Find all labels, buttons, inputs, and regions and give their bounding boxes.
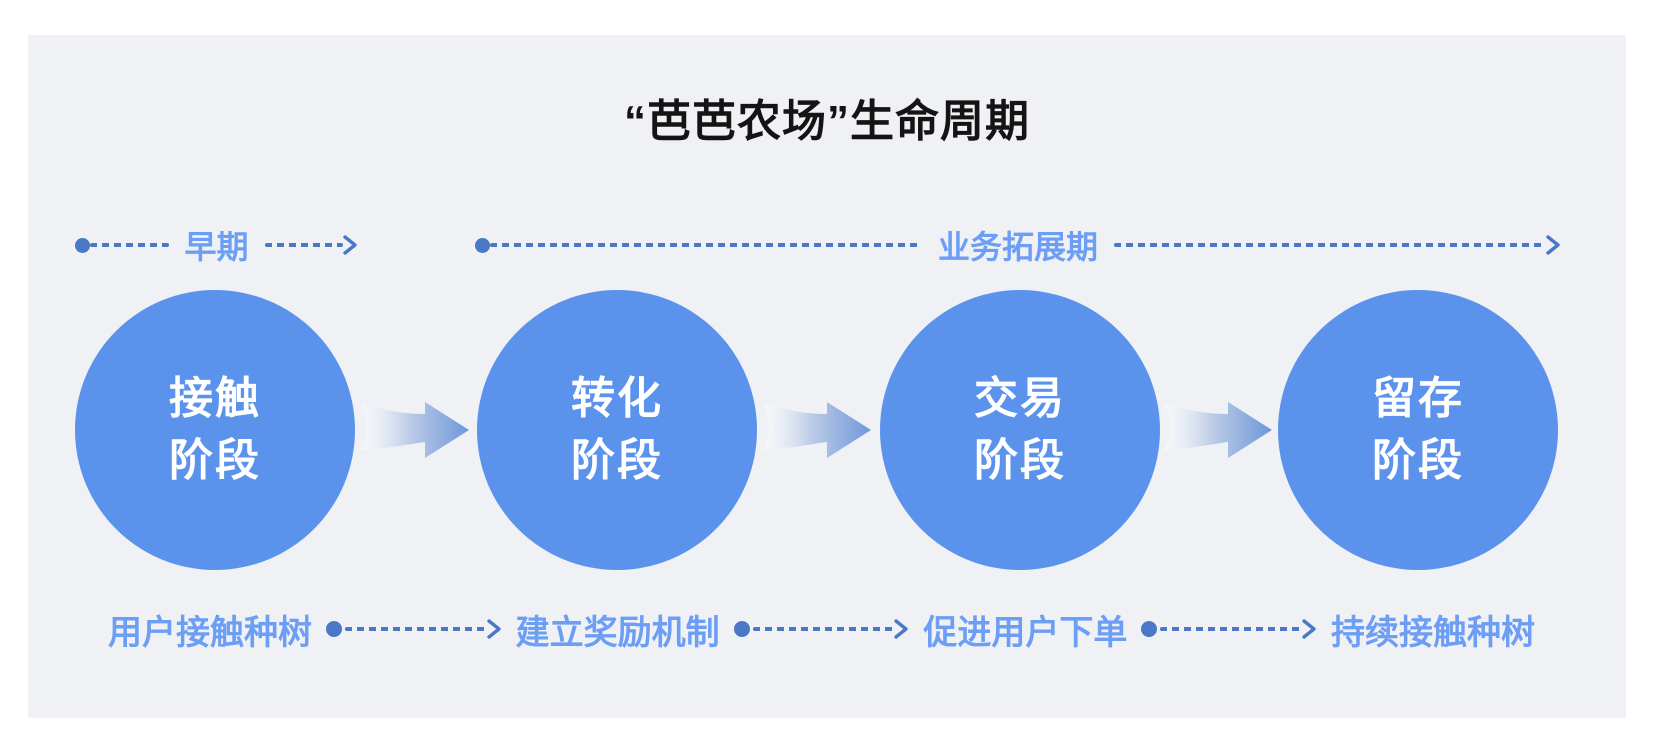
stage-caption: 促进用户下单 [923,613,1128,652]
connector-dot-icon [1141,621,1158,637]
caption-row: 用户接触种树 建立奖励机制 促进用户下单 [108,607,1536,652]
stage-caption: 用户接触种树 [108,613,312,652]
arrow-right-icon [1302,619,1316,639]
stage-arrow-icon [1164,402,1272,458]
stage-name-line: 阶段 [169,436,261,485]
connector-dot-icon [326,621,342,637]
stage-arrow-icon [361,402,469,458]
timeline-start-dot-icon [475,237,490,253]
stage-caption: 建立奖励机制 [515,613,720,652]
stage-circle-transaction: 交易 阶段 [880,290,1160,570]
stage-arrow-icon [763,402,871,458]
timeline-start-dot-icon [75,237,90,253]
timeline-expansion-label: 业务拓展期 [938,229,1099,265]
stage-name-line: 阶段 [1372,436,1464,485]
stage-circle-retention: 留存 阶段 [1278,290,1558,570]
arrow-right-icon [486,619,501,639]
arrow-right-icon [894,619,909,639]
stage-name-line: 转化 [571,374,663,423]
timeline-early-label: 早期 [184,229,249,265]
dashed-line [752,627,895,631]
caption-connector [1141,617,1317,641]
stage-caption: 持续接触种树 [1331,613,1536,652]
timeline-expansion: 业务拓展期 [475,227,1561,265]
arrow-right-icon [343,235,357,255]
dashed-line [90,243,169,247]
dashed-line [1160,627,1303,631]
stage-circle-conversion: 转化 阶段 [477,290,757,570]
stage-name-line: 交易 [974,374,1066,423]
stage-circle-contact: 接触 阶段 [75,290,355,570]
diagram-panel: “芭芭农场”生命周期 早期 业务拓展期 接触 阶段 转化 [28,35,1626,718]
stage-name-line: 阶段 [974,436,1066,485]
caption-connector [733,617,910,641]
dashed-line [490,243,922,247]
timeline-early: 早期 [75,227,358,265]
stage-name-line: 接触 [169,374,261,423]
dashed-line [1114,243,1547,247]
caption-connector [326,617,502,641]
stage-name-line: 阶段 [571,436,663,485]
dashed-line [345,627,487,631]
stage-name-line: 留存 [1372,374,1464,423]
connector-dot-icon [733,621,750,637]
diagram-title: “芭芭农场”生命周期 [624,97,1030,146]
arrow-right-icon [1546,235,1560,255]
dashed-line [264,243,344,247]
